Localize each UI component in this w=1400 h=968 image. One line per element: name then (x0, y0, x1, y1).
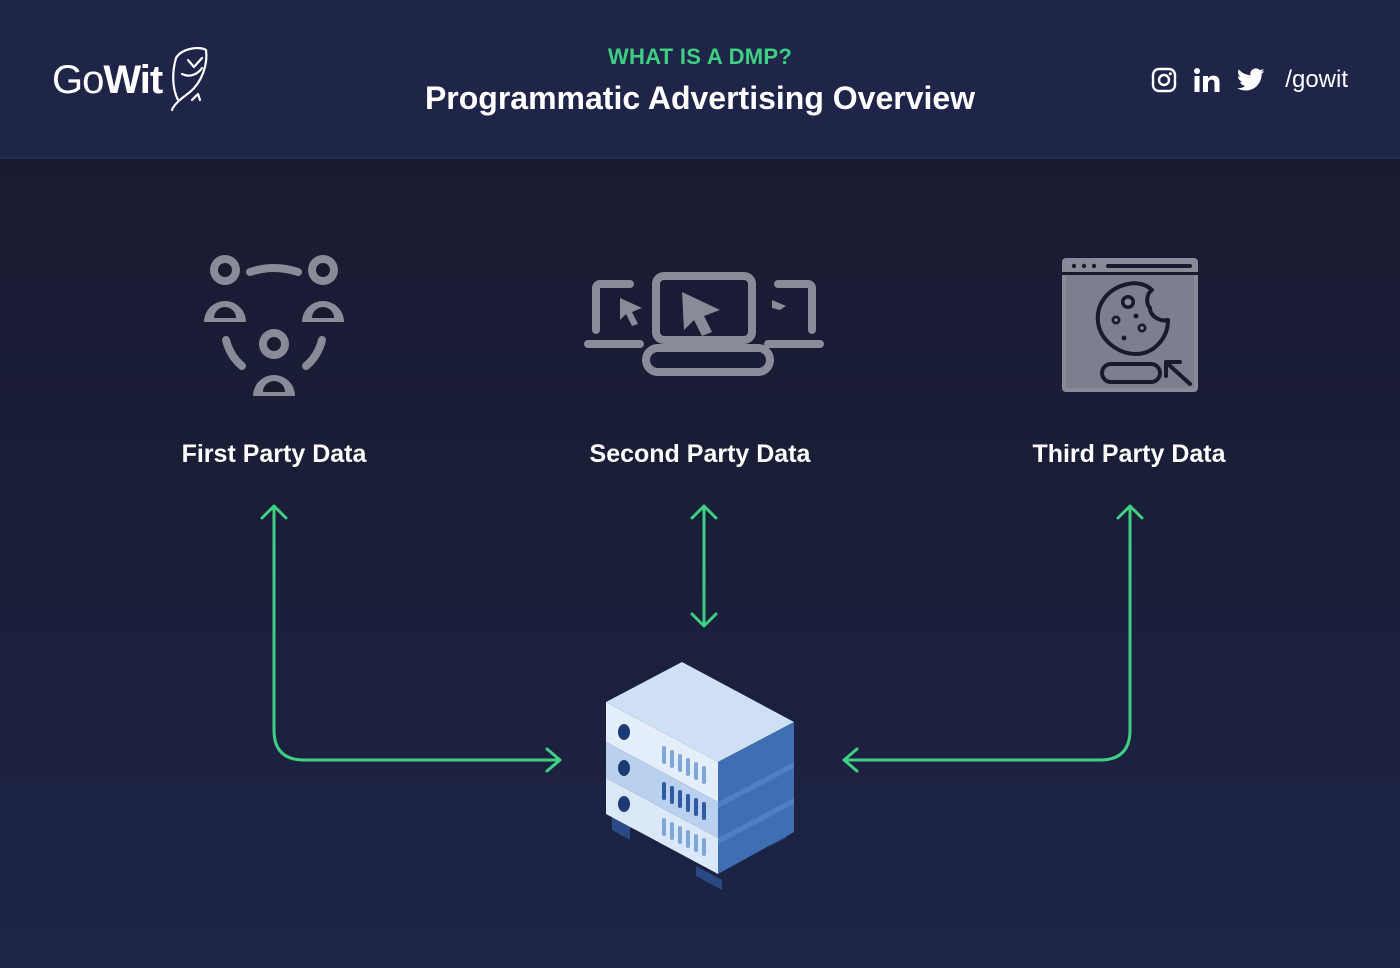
first-party-label: First Party Data (181, 440, 367, 468)
server-stack-icon (606, 662, 794, 890)
social-links: /gowit (1151, 62, 1348, 98)
instagram-icon[interactable] (1151, 67, 1177, 93)
eyebrow-text: WHAT IS A DMP? (607, 44, 793, 69)
arrow-first-party (272, 506, 560, 762)
arrow-third-party (844, 506, 1132, 762)
header-bar: GoWit WHAT IS A DMP? Programmatic Advert… (0, 0, 1400, 159)
logo-wordmark: GoWit (52, 57, 163, 102)
people-group-icon (204, 255, 344, 396)
owl-icon (171, 47, 208, 112)
page-title: Programmatic Advertising Overview (424, 80, 976, 116)
gowit-logo[interactable]: GoWit (52, 44, 210, 116)
social-handle[interactable]: /gowit (1285, 66, 1348, 93)
third-party-label: Third Party Data (1032, 440, 1226, 468)
devices-cursor-icon (584, 272, 824, 376)
linkedin-icon[interactable] (1193, 67, 1221, 93)
browser-cookie-icon (1062, 258, 1198, 392)
second-party-label: Second Party Data (589, 440, 811, 468)
twitter-icon[interactable] (1237, 68, 1265, 92)
